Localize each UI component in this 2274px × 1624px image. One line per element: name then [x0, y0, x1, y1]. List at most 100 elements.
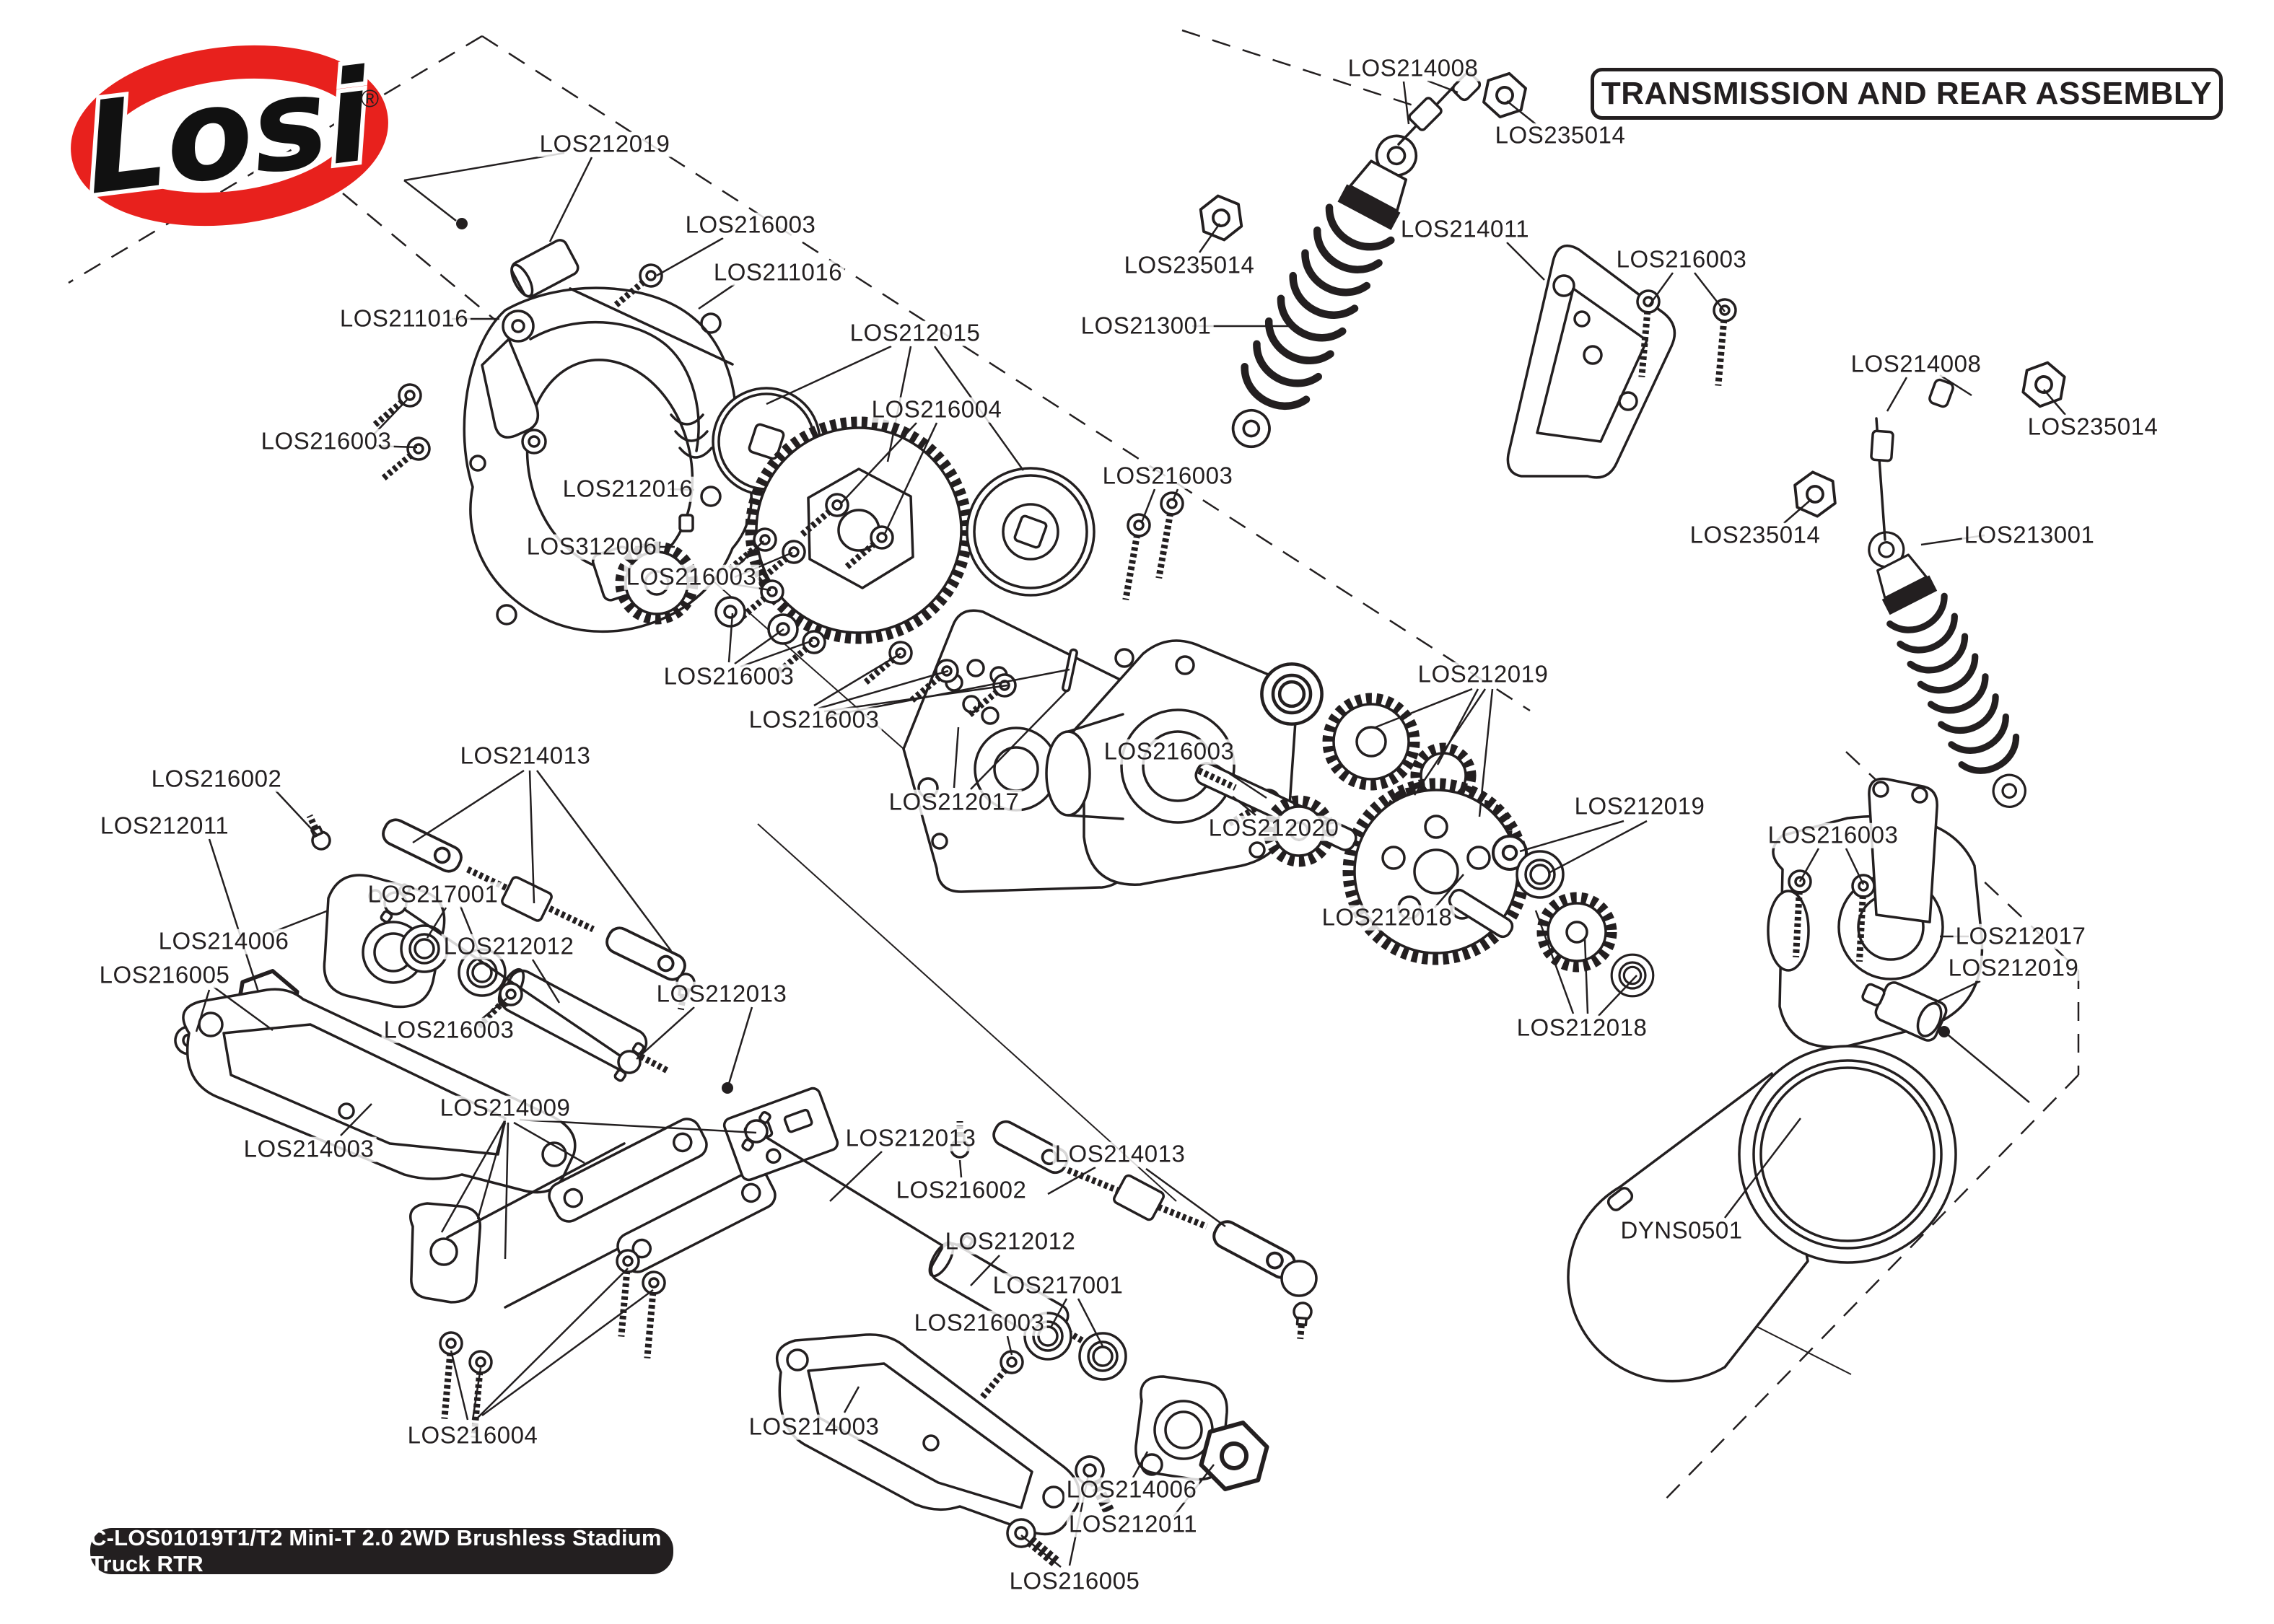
- leader-line: [450, 1350, 469, 1421]
- leader-line: [548, 157, 593, 242]
- leader-line: [477, 1268, 629, 1418]
- leader-line: [813, 652, 901, 707]
- part-label-los211016: LOS211016: [711, 260, 845, 286]
- part-label-los212017: LOS212017: [886, 789, 1022, 815]
- leader-line: [727, 1006, 753, 1084]
- part-label-los216004: LOS216004: [869, 397, 1005, 423]
- part-label-los212017: LOS212017: [1953, 923, 2089, 949]
- rear-shock-right: [1792, 358, 2068, 819]
- part-label-los214013: LOS214013: [1052, 1141, 1188, 1167]
- leader-line: [656, 237, 724, 277]
- driveshaft-bottom-part: [735, 1106, 980, 1281]
- leader-line: [1436, 688, 1479, 765]
- bellcrank-part: [481, 310, 547, 455]
- part-label-los216002: LOS216002: [149, 766, 284, 792]
- leader-dot: [722, 1082, 733, 1094]
- part-label-los212016: LOS212016: [560, 476, 696, 502]
- leader-line: [1213, 762, 1267, 799]
- leader-line: [1047, 1166, 1096, 1195]
- part-label-los235014: LOS235014: [1121, 253, 1257, 278]
- part-label-los212011: LOS212011: [1066, 1511, 1200, 1537]
- leader-line: [528, 770, 535, 904]
- part-label-los212013: LOS212013: [654, 981, 790, 1007]
- shock-tower-part: [1506, 245, 1676, 479]
- part-label-los216003: LOS216003: [624, 564, 759, 590]
- leader-line: [513, 1121, 585, 1164]
- part-label-los214013: LOS214013: [458, 743, 593, 769]
- leader-line: [1006, 1335, 1013, 1356]
- leader-line: [275, 790, 318, 836]
- leader-line: [970, 1255, 1000, 1286]
- leader-line: [883, 422, 938, 536]
- footer-badge: C-LOS01019T1/T2 Mini-T 2.0 2WD Brushless…: [90, 1525, 673, 1576]
- leader-line: [1930, 980, 1981, 1006]
- losi-logo: Losi: [64, 35, 403, 237]
- leader-line: [734, 628, 784, 665]
- part-label-dyns0501: DYNS0501: [1618, 1218, 1745, 1244]
- part-label-los216003: LOS216003: [381, 1017, 517, 1043]
- page-title: TRANSMISSION AND REAR ASSEMBLY: [1591, 68, 2223, 120]
- part-label-los212013: LOS212013: [843, 1125, 979, 1151]
- leader-line: [843, 1386, 860, 1413]
- leader-line: [412, 769, 525, 844]
- leader-line: [213, 986, 274, 1032]
- part-label-los216004: LOS216004: [405, 1423, 541, 1449]
- rear-axle-left-part: [497, 967, 671, 1075]
- suspension-arm-left-part: [182, 988, 577, 1194]
- leader-line: [440, 1122, 505, 1233]
- leader-line: [1049, 1298, 1068, 1328]
- part-label-los216003: LOS216003: [683, 212, 818, 238]
- leader-line: [1939, 374, 1972, 397]
- part-label-los213001: LOS213001: [1078, 313, 1214, 339]
- leader-line: [970, 690, 1067, 790]
- slipper-shaft-part: [510, 239, 734, 366]
- part-label-los214011: LOS214011: [1398, 216, 1532, 242]
- part-label-los312006: LOS312006: [524, 534, 660, 560]
- part-label-los212019: LOS212019: [1946, 955, 2081, 981]
- part-label-los212018: LOS212018: [1514, 1015, 1650, 1041]
- leader-line: [1548, 820, 1648, 874]
- leader-line: [403, 180, 457, 221]
- turnbuckle-bottom-part: [951, 1116, 1318, 1340]
- part-label-los235014: LOS235014: [2025, 414, 2161, 440]
- leader-line: [958, 1159, 963, 1178]
- part-label-los216003: LOS216003: [1101, 739, 1237, 765]
- part-label-los214008: LOS214008: [1345, 56, 1481, 82]
- leader-dot: [456, 218, 468, 229]
- part-label-los214009: LOS214009: [437, 1095, 573, 1121]
- part-label-los214006: LOS214006: [1064, 1477, 1199, 1503]
- leader-dot: [1938, 1026, 1950, 1037]
- losi-brand-text: Losi: [77, 43, 380, 224]
- leader-line: [504, 1122, 510, 1260]
- leader-line: [1694, 272, 1726, 312]
- leader-line: [727, 613, 734, 663]
- leader-line: [481, 1289, 654, 1417]
- leader-line: [1647, 272, 1674, 307]
- leader-line: [1402, 81, 1410, 125]
- leader-line: [208, 838, 260, 993]
- part-label-los212019: LOS212019: [1415, 662, 1551, 688]
- leader-line: [373, 398, 409, 435]
- leader-line: [1506, 100, 1536, 125]
- leader-line: [2043, 389, 2066, 416]
- leader-line: [1724, 1118, 1801, 1219]
- leader-line: [1845, 848, 1865, 885]
- leader-line: [1171, 488, 1179, 501]
- registered-trademark: ®: [361, 85, 380, 113]
- leader-line: [1132, 1451, 1149, 1478]
- motor-coupler-part: [1861, 981, 1948, 1042]
- leader-line: [1232, 796, 1256, 816]
- part-label-los216003: LOS216003: [661, 664, 797, 690]
- leader-line: [1783, 499, 1812, 524]
- part-label-los214008: LOS214008: [1848, 351, 1984, 377]
- leader-line: [531, 959, 561, 1004]
- leader-line: [766, 345, 892, 405]
- part-label-los211016: LOS211016: [337, 306, 471, 332]
- leader-line: [1598, 975, 1637, 1017]
- part-label-los214006: LOS214006: [156, 929, 292, 954]
- leader-line: [1140, 488, 1156, 523]
- leader-line: [1478, 688, 1494, 817]
- leader-line: [1534, 910, 1575, 1014]
- leader-line: [1519, 820, 1624, 853]
- leader-line: [953, 727, 960, 789]
